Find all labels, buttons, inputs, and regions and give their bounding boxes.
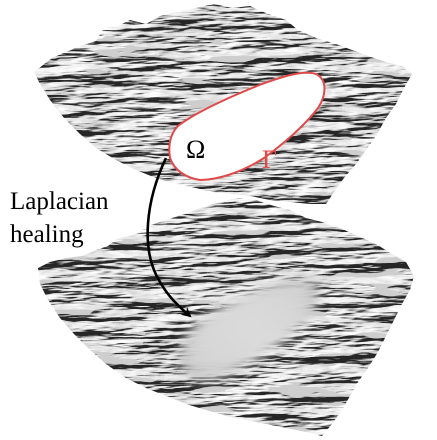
caption-laplacian: Laplacian <box>10 188 109 215</box>
boundary-curve-gamma <box>168 71 326 182</box>
hole-region-omega <box>169 72 325 180</box>
gamma-label: Γ <box>262 145 277 174</box>
caption-healing: healing <box>10 221 84 248</box>
healed-region-core <box>188 283 312 374</box>
omega-label: Ω <box>186 135 205 164</box>
healing-arrow <box>146 157 192 318</box>
